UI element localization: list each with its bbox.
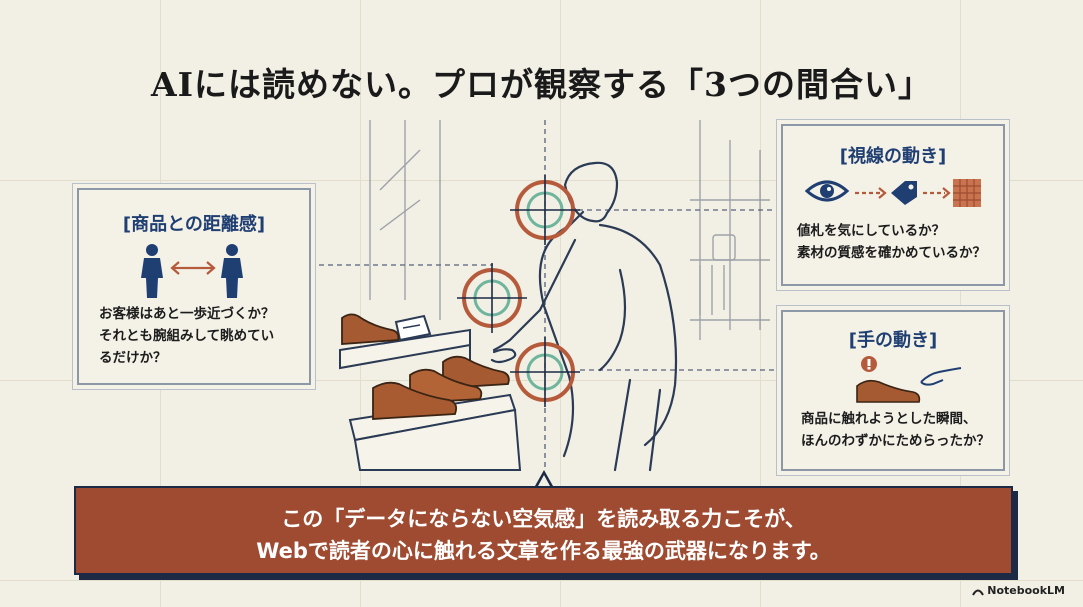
conclusion-banner: この「データにならない空気感」を読み取る力こそが、 Webで読者の心に触れる文章…	[74, 486, 1013, 575]
card-title-hand: [手の動き]	[848, 330, 938, 351]
price-tag-icon	[891, 181, 917, 205]
display-shelf	[339, 328, 522, 471]
shoes	[341, 313, 510, 420]
card-title-distance: [商品との距離感]	[122, 214, 266, 235]
target-distance	[457, 263, 527, 333]
banner-pointer-inner	[538, 475, 550, 486]
people-distance-icon	[141, 244, 243, 298]
text-line: るだけか？	[99, 350, 167, 366]
card-text-hand: 商品に触れようとした瞬間、 ほんのわずかにためらったか？	[801, 408, 990, 452]
target-hand	[510, 337, 580, 407]
eye-icon	[805, 180, 850, 202]
hesitation-mark-icon	[861, 356, 877, 372]
text-line: 商品に触れようとした瞬間、	[801, 411, 977, 427]
text-line: 値札を気にしているか？	[797, 223, 946, 239]
text-line: ほんのわずかにためらったか？	[801, 433, 990, 449]
eye-tag-fabric-icon	[805, 179, 981, 207]
card-product-distance: [商品との距離感] お客様はあと一歩近づくか？ それとも腕組みして眺めてい るだ…	[77, 188, 311, 385]
text-line: お客様はあと一歩近づくか？	[99, 306, 275, 322]
customer-figure	[490, 161, 678, 472]
card-gaze: [視線の動き] 値札を気にしているか？ 素材の質	[781, 124, 1005, 286]
target-eye	[510, 175, 580, 245]
shoe-icon	[856, 379, 921, 403]
card-title-gaze: [視線の動き]	[839, 146, 947, 167]
text-line: それとも腕組みして眺めてい	[99, 328, 275, 344]
text-line: 素材の質感を確かめているか？	[797, 245, 986, 261]
hand-icon	[920, 367, 962, 386]
card-text-gaze: 値札を気にしているか？ 素材の質感を確かめているか？	[797, 220, 986, 264]
banner-line-1: この「データにならない空気感」を読み取る力こそが、	[281, 507, 806, 531]
card-text-distance: お客様はあと一歩近づくか？ それとも腕組みして眺めてい るだけか？	[99, 303, 275, 369]
notebooklm-logo-icon	[972, 589, 985, 596]
logo-text: NotebookLM	[987, 584, 1065, 597]
notebooklm-logo: NotebookLM	[972, 584, 1065, 597]
page-title: AIには読めない。プロが観察する「3つの間合い」	[150, 65, 932, 104]
card-hand: [手の動き] 商品に触れようとした瞬間、 ほんのわずかにためらったか？	[781, 310, 1005, 471]
fabric-icon	[953, 179, 981, 207]
hand-shoe-icon	[856, 356, 962, 403]
store-background-lines	[369, 120, 770, 340]
banner-line-2: Webで読者の心に触れる文章を作る最強の武器になります。	[256, 539, 831, 563]
